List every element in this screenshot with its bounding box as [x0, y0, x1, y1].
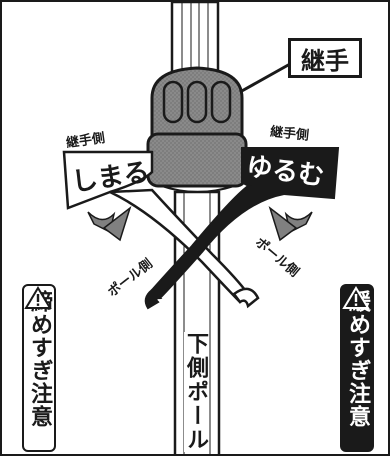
- loosen-warning-text: 緩めすぎ注意: [345, 290, 370, 428]
- left-joint-side-label: 継手側: [65, 130, 106, 151]
- joint: [146, 66, 248, 193]
- tighten-arrow: [87, 205, 132, 242]
- lower-pole-label: 下側ポール: [183, 332, 208, 452]
- loosen-arrow: [268, 205, 313, 242]
- left-band: [62, 150, 260, 309]
- callout-leader: [239, 62, 291, 94]
- right-pole-side-label: ポール側: [252, 234, 302, 280]
- joint-callout-label: 継手: [288, 38, 362, 78]
- right-joint-side-label: 継手側: [269, 124, 309, 144]
- tighten-warning-text: 締めすぎ注意: [27, 290, 52, 428]
- right-band: [144, 147, 340, 310]
- warning-icon: [24, 286, 52, 309]
- tighten-warning-box: 締めすぎ注意: [22, 284, 56, 452]
- loosen-warning-box: 緩めすぎ注意: [340, 284, 374, 452]
- warning-icon: [342, 286, 370, 309]
